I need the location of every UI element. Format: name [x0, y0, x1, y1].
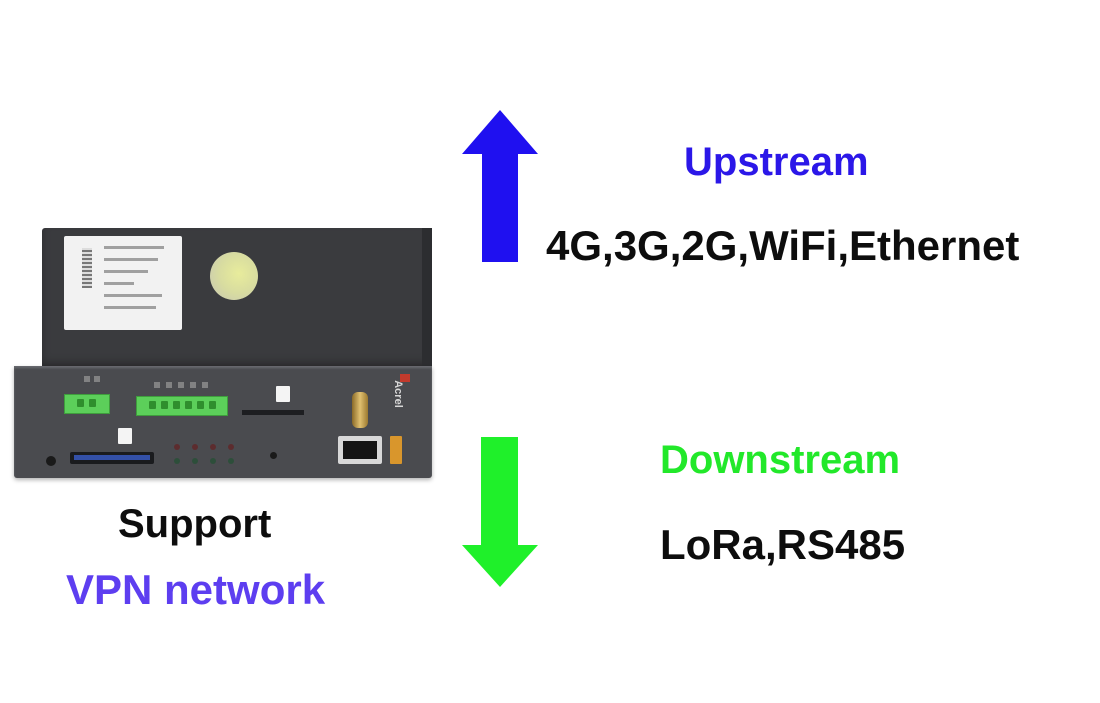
- rs485-terminal-block: [136, 396, 228, 416]
- upstream-title: Upstream: [684, 140, 869, 184]
- vpn-network-label: VPN network: [66, 566, 326, 613]
- upstream-interfaces: 4G,3G,2G,WiFi,Ethernet: [546, 222, 1020, 269]
- arrow-down-icon: [462, 437, 538, 587]
- button-hole: [270, 452, 277, 459]
- product-label-sticker: [64, 236, 182, 330]
- brand-name: Acrel: [391, 380, 404, 408]
- support-label: Support: [118, 502, 272, 546]
- power-terminal-block: [64, 394, 110, 414]
- sim-card-icon: [276, 386, 290, 402]
- sd-card-icon: [118, 428, 132, 444]
- arrow-up-icon: [462, 110, 538, 262]
- acrel-logo-icon: [400, 374, 410, 382]
- qc-pass-sticker: [210, 252, 258, 300]
- downstream-title: Downstream: [660, 438, 901, 482]
- device-front-panel: Acrel: [14, 366, 432, 478]
- downstream-interfaces: LoRa,RS485: [660, 521, 906, 568]
- antenna-connector: [352, 392, 368, 428]
- sim-card-slot: [242, 410, 304, 415]
- barcode: [82, 248, 92, 288]
- ethernet-port: [338, 436, 382, 464]
- gateway-device-image: Acrel: [14, 228, 432, 478]
- brand-logo: Acrel: [392, 374, 412, 416]
- orange-port: [390, 436, 402, 464]
- reset-hole: [46, 456, 56, 466]
- sd-card-slot: [70, 452, 154, 464]
- device-side-panel: [422, 228, 432, 368]
- device-top-panel: [42, 228, 430, 368]
